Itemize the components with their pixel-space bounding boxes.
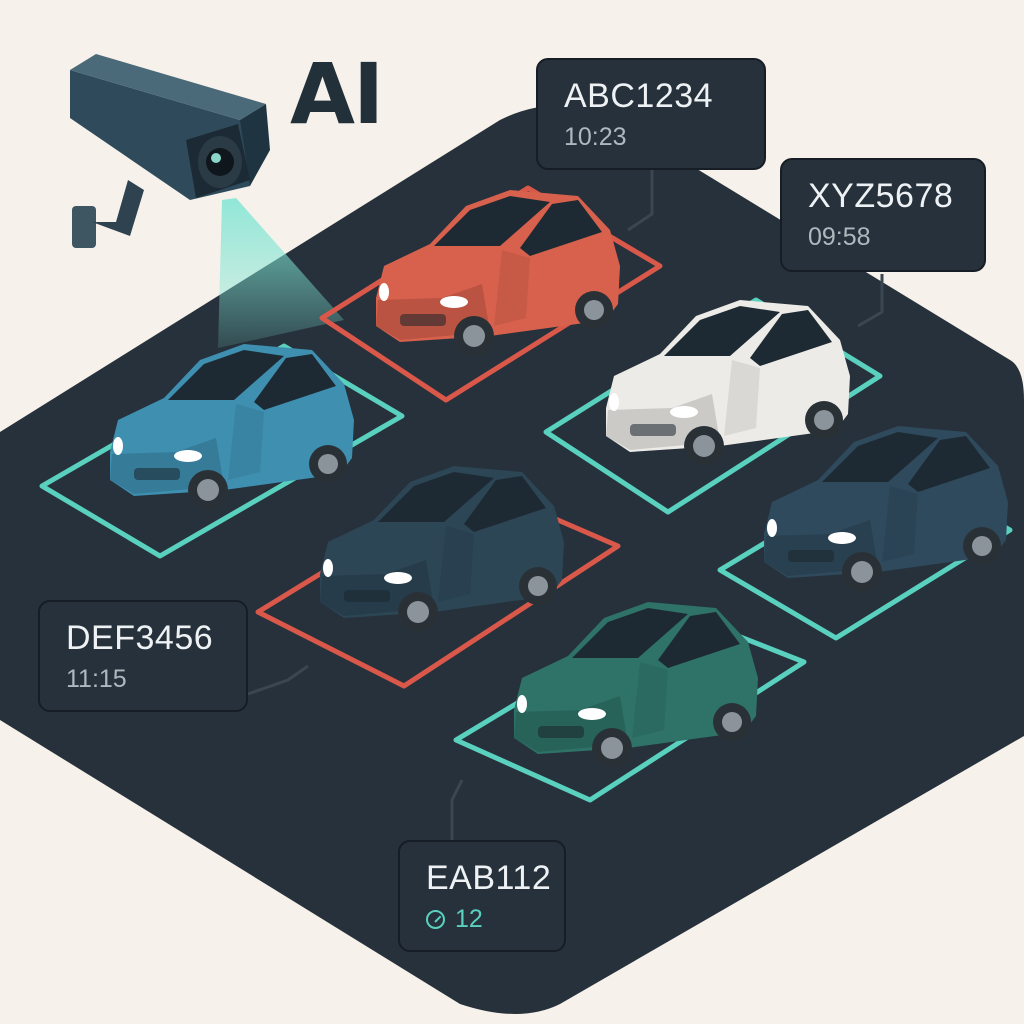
ai-label: AI (290, 45, 384, 143)
plate-number: ABC1234 (564, 77, 714, 115)
security-camera-icon (70, 54, 270, 248)
plate-number: EAB112 (426, 859, 552, 897)
plate-duration-value: 12 (455, 905, 483, 933)
tag-leader-lines (247, 170, 884, 840)
plate-time: 10:23 (564, 123, 627, 151)
car-green (514, 602, 758, 768)
plate-tag: ABC1234 10:23 (536, 58, 766, 170)
plate-tag: EAB112 12 (398, 840, 566, 952)
plate-tag: XYZ5678 09:58 (780, 158, 986, 272)
car-red (376, 190, 620, 356)
plate-number: XYZ5678 (808, 177, 954, 215)
car-dark-teal (764, 426, 1008, 592)
clock-icon (426, 910, 445, 929)
plate-time: 11:15 (66, 665, 127, 693)
car-blue (110, 344, 354, 510)
plate-time: 09:58 (808, 223, 871, 251)
plate-number: DEF3456 (66, 619, 214, 657)
camera-beam (218, 198, 344, 348)
plate-tag: DEF3456 11:15 (38, 600, 248, 712)
car-white (606, 300, 850, 466)
plate-duration: 12 (426, 902, 544, 936)
car-navy (320, 466, 564, 632)
